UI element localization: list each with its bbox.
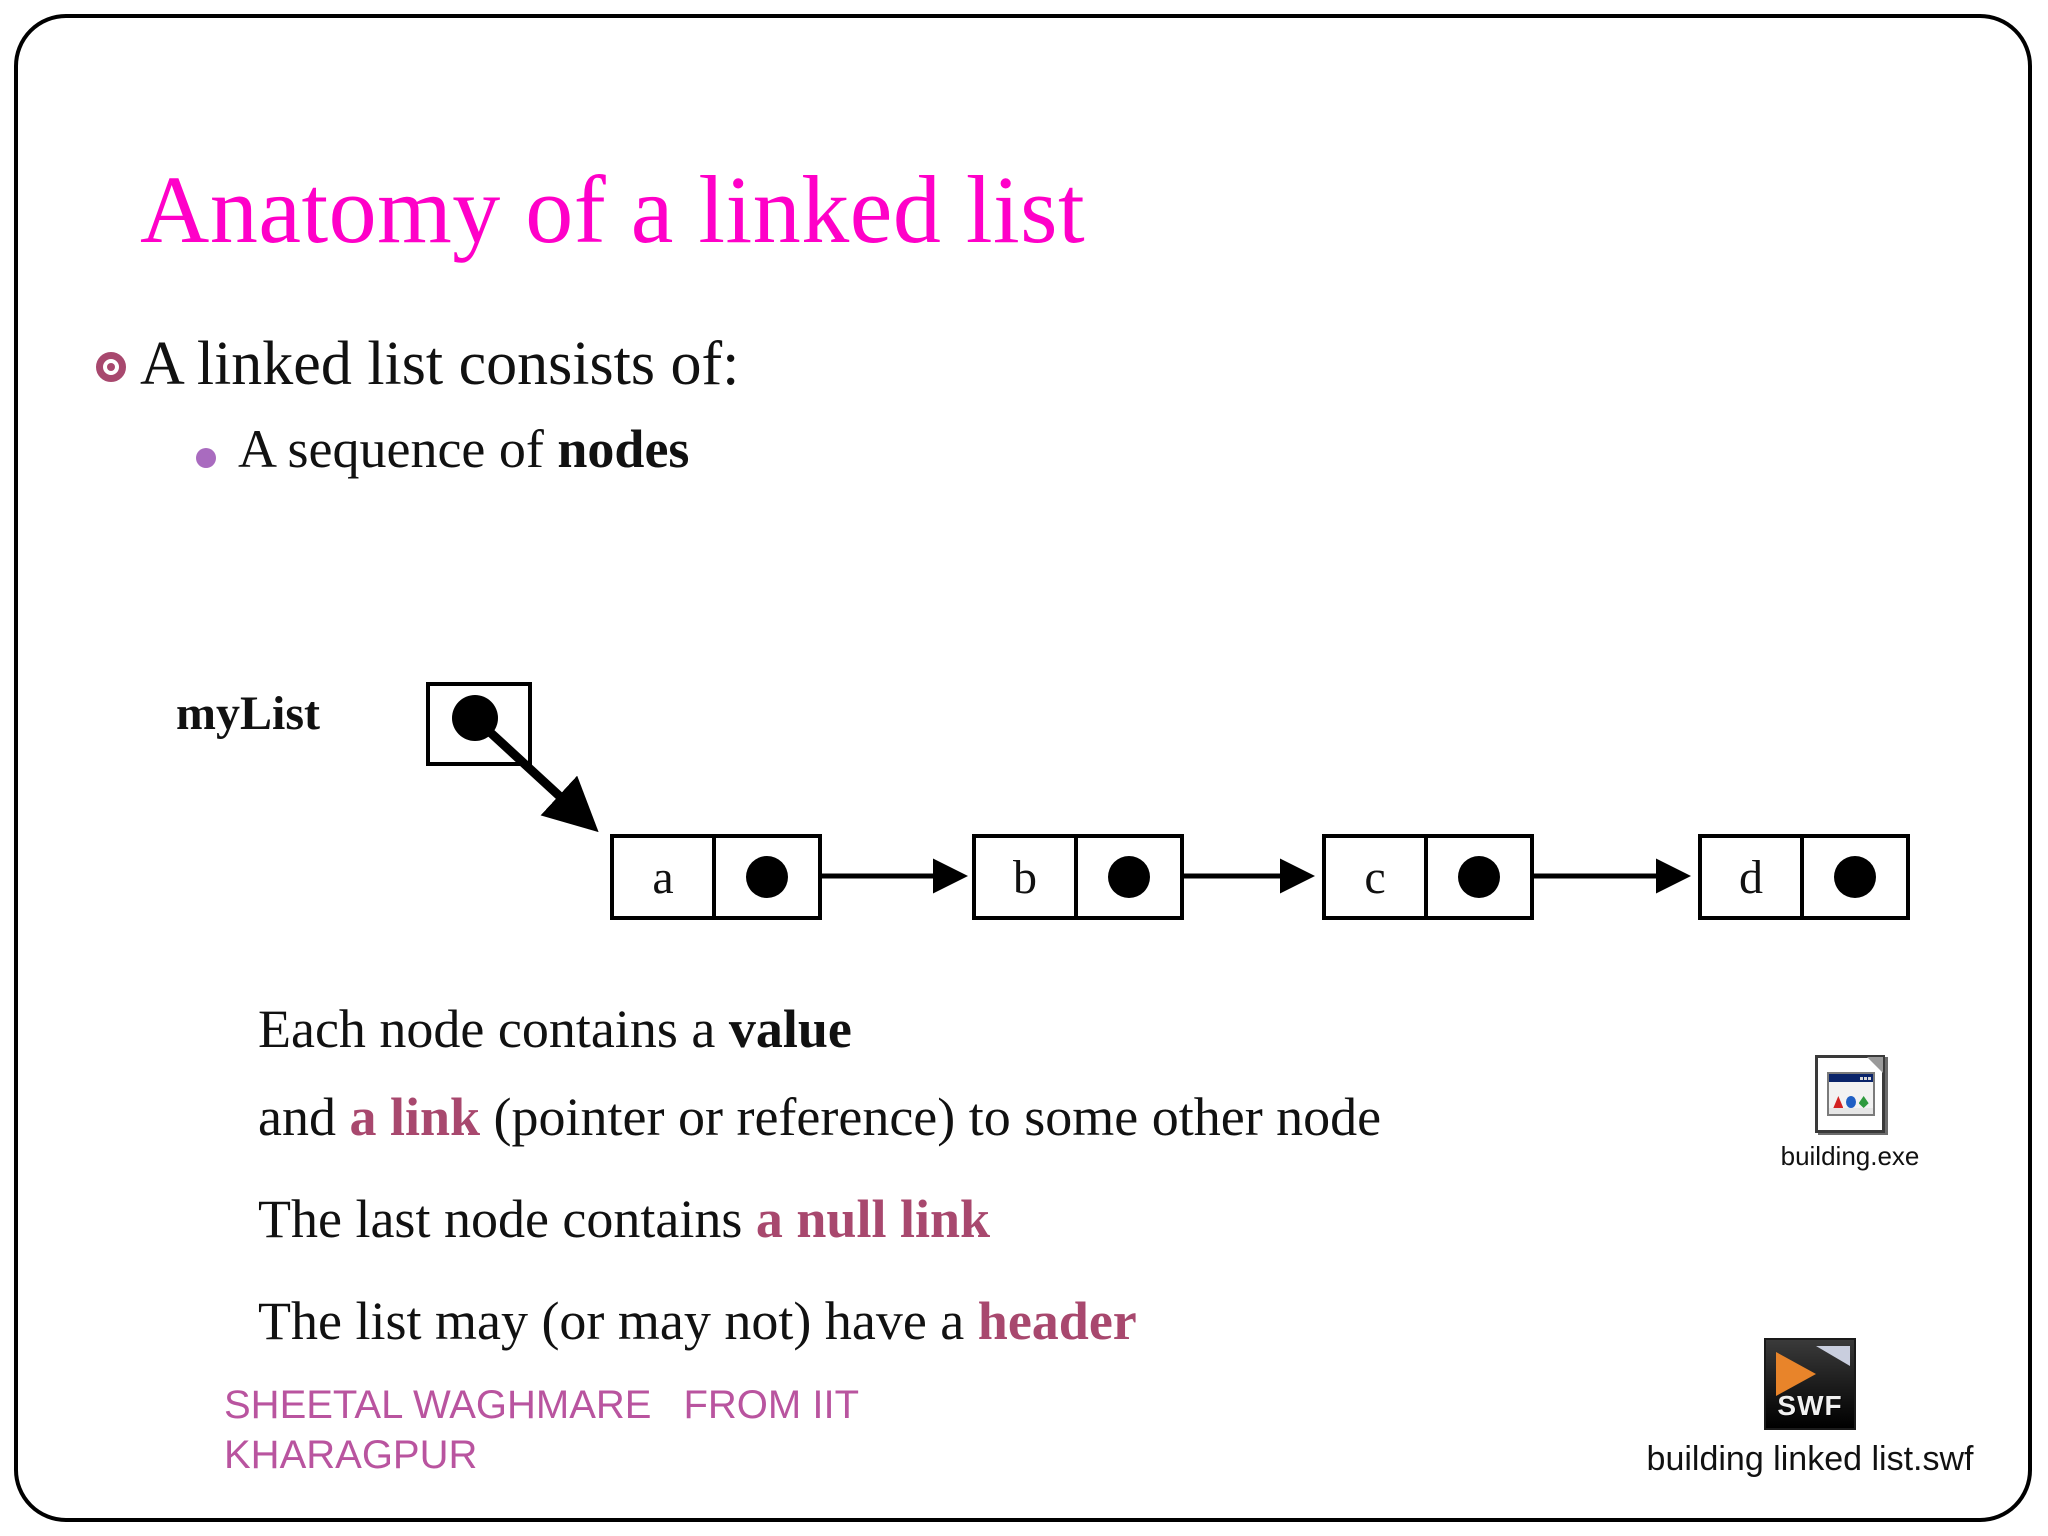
list-node-b: b (972, 834, 1184, 920)
ring-bullet-icon (96, 352, 126, 382)
page-title: Anatomy of a linked list (140, 156, 1086, 263)
link-dot-icon (1458, 856, 1500, 898)
link-dot-icon (1834, 856, 1876, 898)
exe-titlebar-glyph (1829, 1074, 1873, 1082)
list-node-c: c (1322, 834, 1534, 920)
play-triangle-icon (1776, 1352, 1816, 1396)
node-value-a: a (614, 838, 716, 916)
bullet-item-level2: A sequence of nodes (196, 419, 690, 479)
body-line-header-accent: header (977, 1291, 1137, 1351)
body-line-null-accent: a null link (755, 1189, 991, 1249)
node-link-c (1428, 838, 1530, 916)
body-line-link-suffix: (pointer or reference) to some other nod… (480, 1087, 1382, 1147)
body-line-link-prefix: and (258, 1087, 350, 1147)
body-line-link: and a link (pointer or reference) to som… (258, 1087, 1382, 1147)
node-value-b: b (976, 838, 1078, 916)
red-triangle-icon (1833, 1096, 1844, 1108)
node-value-c: c (1326, 838, 1428, 916)
footer-affiliation: FROM IIT (683, 1383, 859, 1427)
attachment-building-linked-list-swf[interactable]: SWF building linked list.swf (1610, 1338, 2010, 1479)
bullet-level1-label: A linked list consists of: (140, 330, 740, 398)
body-line-header-prefix: The list may (or may not) have a (258, 1291, 978, 1351)
dot-bullet-icon (196, 448, 216, 468)
node-link-a (716, 838, 818, 916)
swf-file-caption: building linked list.swf (1646, 1440, 1974, 1478)
list-node-d: d (1698, 834, 1910, 920)
exe-window-glyph (1827, 1072, 1875, 1116)
swf-label-glyph: SWF (1777, 1390, 1843, 1421)
list-node-a: a (610, 834, 822, 920)
bullet-item-level1: A linked list consists of: (96, 330, 739, 398)
node-link-b (1078, 838, 1180, 916)
mylist-pointer-label: myList (176, 687, 320, 740)
body-line-null-prefix: The last node contains (258, 1189, 756, 1249)
footer-author: SHEETAL WAGHMARE (224, 1383, 652, 1427)
node-value-d: d (1702, 838, 1804, 916)
node-link-d (1804, 838, 1906, 916)
exe-content-glyph (1829, 1082, 1873, 1108)
exe-window-button (1860, 1076, 1863, 1080)
exe-window-button (1868, 1076, 1871, 1080)
footer-affiliation-line2: KHARAGPUR (224, 1433, 478, 1477)
body-line-value: Each node contains a value (258, 999, 852, 1059)
swf-wedge-glyph (1816, 1346, 1850, 1366)
link-dot-icon (1108, 856, 1150, 898)
bullet-level2-label: A sequence of nodes (238, 419, 690, 479)
body-line-value-prefix: Each node contains a (258, 999, 729, 1059)
body-line-header: The list may (or may not) have a header (258, 1291, 1137, 1351)
header-pointer-dot-icon (452, 695, 498, 741)
green-diamond-icon (1858, 1096, 1869, 1108)
exe-file-icon[interactable] (1815, 1055, 1885, 1133)
exe-window-button (1864, 1076, 1867, 1080)
bullet-level2-bold: nodes (557, 419, 690, 479)
link-dot-icon (746, 856, 788, 898)
bullet-level2-prefix: A sequence of (238, 419, 558, 479)
body-line-link-accent: a link (349, 1087, 481, 1147)
body-line-null-link: The last node contains a null link (258, 1189, 991, 1249)
footer-credit: SHEETAL WAGHMARE FROM IIT KHARAGPUR (224, 1380, 984, 1480)
body-line-value-bold: value (728, 999, 852, 1059)
exe-file-caption: building.exe (1780, 1141, 1920, 1171)
swf-file-icon[interactable]: SWF (1764, 1338, 1856, 1430)
blue-circle-icon (1845, 1096, 1856, 1108)
attachment-building-exe[interactable]: building.exe (1740, 1055, 1960, 1172)
